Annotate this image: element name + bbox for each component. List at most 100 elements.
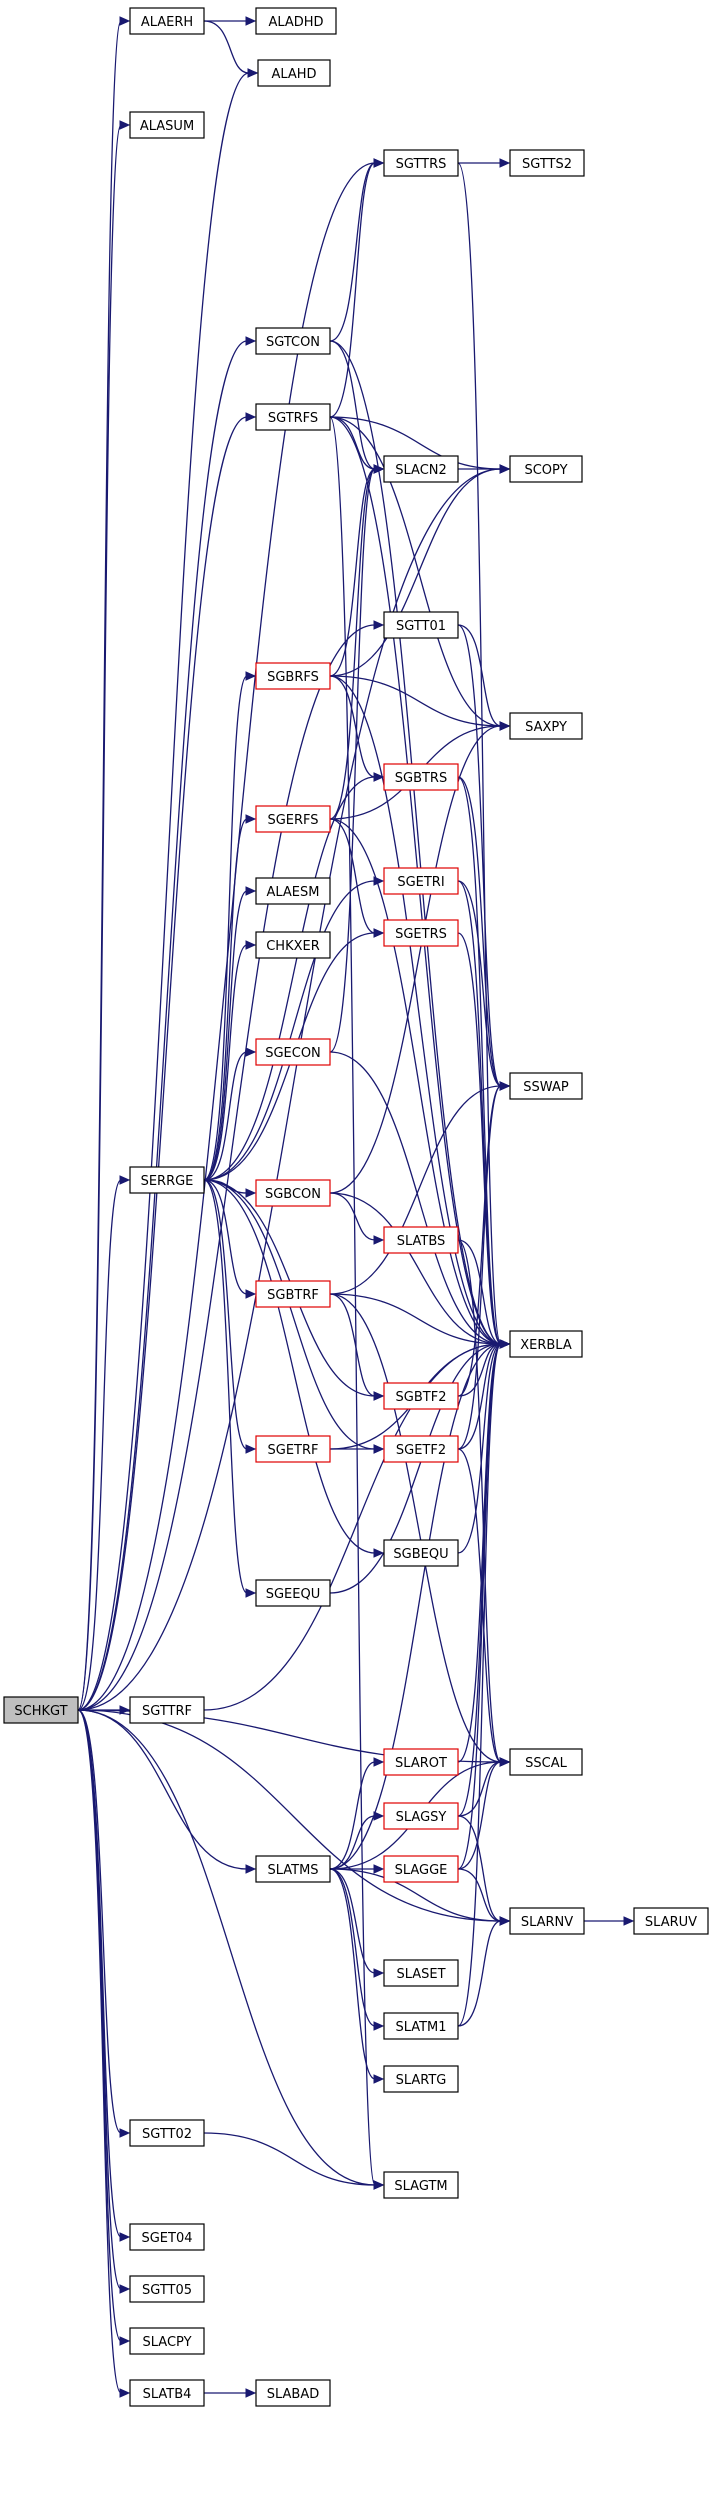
node-schkgt[interactable]: SCHKGT bbox=[3, 1696, 79, 1724]
node-sgttrs[interactable]: SGTTRS bbox=[383, 149, 459, 177]
edge-slatbs-to-sscal bbox=[457, 1239, 511, 1767]
node-sgbtf2[interactable]: SGBTF2 bbox=[383, 1382, 459, 1410]
edge-slarnv-to-slaruv bbox=[583, 1916, 635, 1926]
node-alaerh[interactable]: ALAERH bbox=[129, 7, 205, 35]
node-xerbla[interactable]: XERBLA bbox=[509, 1330, 583, 1358]
node-alahd[interactable]: ALAHD bbox=[257, 59, 331, 87]
node-box bbox=[509, 712, 583, 740]
node-slabad[interactable]: SLABAD bbox=[255, 2379, 331, 2407]
node-sgbtrf[interactable]: SGBTRF bbox=[255, 1280, 331, 1308]
node-sgtt02[interactable]: SGTT02 bbox=[129, 2119, 205, 2147]
edge-sgtcon-to-sgttrs bbox=[329, 158, 385, 342]
node-sgtcon[interactable]: SGTCON bbox=[255, 327, 331, 355]
node-sgerfs[interactable]: SGERFS bbox=[255, 805, 331, 833]
node-box bbox=[3, 1696, 79, 1724]
node-box bbox=[129, 7, 205, 35]
node-label: SGET04 bbox=[141, 2231, 192, 2246]
node-chkxer[interactable]: CHKXER bbox=[255, 931, 331, 959]
node-label: SLACPY bbox=[142, 2335, 191, 2350]
node-serrge[interactable]: SERRGE bbox=[129, 1166, 205, 1194]
node-sgetrs[interactable]: SGETRS bbox=[383, 919, 459, 947]
node-aladhd[interactable]: ALADHD bbox=[255, 7, 337, 35]
node-slaruv[interactable]: SLARUV bbox=[633, 1907, 709, 1935]
edge-alaerh-to-alahd bbox=[203, 20, 259, 78]
node-sgtrfs[interactable]: SGTRFS bbox=[255, 403, 331, 431]
node-sgbcon[interactable]: SGBCON bbox=[255, 1179, 331, 1207]
node-box bbox=[633, 1907, 709, 1935]
node-sgetrf[interactable]: SGETRF bbox=[255, 1435, 331, 1463]
node-label: SLATB4 bbox=[143, 2387, 192, 2402]
edge-slagge-to-sscal bbox=[457, 1757, 511, 1870]
node-sgecon[interactable]: SGECON bbox=[255, 1038, 331, 1066]
node-box bbox=[383, 611, 459, 639]
edge-schkgt-to-serrge bbox=[77, 1175, 131, 1711]
node-label: SLABAD bbox=[267, 2387, 320, 2402]
node-label: SGETRF bbox=[268, 1443, 319, 1458]
node-slatm1[interactable]: SLATM1 bbox=[383, 2012, 459, 2040]
node-label: SLATM1 bbox=[395, 2020, 446, 2035]
node-sget04[interactable]: SGET04 bbox=[129, 2223, 205, 2251]
node-alasum[interactable]: ALASUM bbox=[129, 111, 205, 139]
node-box bbox=[129, 111, 205, 139]
node-box bbox=[383, 919, 459, 947]
edge-schkgt-to-alasum bbox=[77, 120, 131, 1711]
node-slatb4[interactable]: SLATB4 bbox=[129, 2379, 205, 2407]
node-slagsy[interactable]: SLAGSY bbox=[383, 1802, 459, 1830]
node-box bbox=[255, 1435, 331, 1463]
node-slacn2[interactable]: SLACN2 bbox=[383, 455, 459, 483]
node-box bbox=[509, 1072, 583, 1100]
node-slarot[interactable]: SLAROT bbox=[383, 1748, 459, 1776]
node-box bbox=[383, 1226, 459, 1254]
node-label: ALASUM bbox=[140, 119, 194, 134]
node-sgtt05[interactable]: SGTT05 bbox=[129, 2275, 205, 2303]
node-box bbox=[129, 1696, 205, 1724]
node-scopy[interactable]: SCOPY bbox=[509, 455, 583, 483]
node-label: SGTTRF bbox=[142, 1704, 192, 1719]
node-sgttrf[interactable]: SGTTRF bbox=[129, 1696, 205, 1724]
edge-sgetf2-to-sswap bbox=[457, 1081, 511, 1450]
node-saxpy[interactable]: SAXPY bbox=[509, 712, 583, 740]
node-slatbs[interactable]: SLATBS bbox=[383, 1226, 459, 1254]
edge-serrge-to-sgbtrs bbox=[203, 772, 385, 1181]
node-sgtts2[interactable]: SGTTS2 bbox=[509, 149, 585, 177]
node-label: SLAGTM bbox=[394, 2179, 447, 2194]
edge-sgbrfs-to-scopy bbox=[329, 464, 511, 677]
node-label: ALADHD bbox=[268, 15, 323, 30]
edge-serrge-to-sgetri bbox=[203, 876, 385, 1181]
node-slarnv[interactable]: SLARNV bbox=[509, 1907, 585, 1935]
node-slaset[interactable]: SLASET bbox=[383, 1959, 459, 1987]
node-slatms[interactable]: SLATMS bbox=[255, 1855, 331, 1883]
node-sswap[interactable]: SSWAP bbox=[509, 1072, 583, 1100]
node-label: SLATBS bbox=[397, 1234, 446, 1249]
node-sgbtrs[interactable]: SGBTRS bbox=[383, 763, 459, 791]
node-sgetri[interactable]: SGETRI bbox=[383, 867, 459, 895]
edge-sgtt01-to-saxpy bbox=[457, 624, 511, 731]
edge-serrge-to-sgerfs bbox=[203, 814, 257, 1181]
node-alaesm[interactable]: ALAESM bbox=[255, 877, 331, 905]
node-slagge[interactable]: SLAGGE bbox=[383, 1855, 459, 1883]
node-label: SCHKGT bbox=[14, 1704, 67, 1719]
node-sgetf2[interactable]: SGETF2 bbox=[383, 1435, 459, 1463]
node-slagtm[interactable]: SLAGTM bbox=[383, 2171, 459, 2199]
edge-slatb4-to-slabad bbox=[203, 2388, 257, 2398]
node-sscal[interactable]: SSCAL bbox=[509, 1748, 583, 1776]
edge-serrge-to-sgbrfs bbox=[203, 671, 257, 1181]
node-box bbox=[255, 1280, 331, 1308]
node-sgbrfs[interactable]: SGBRFS bbox=[255, 662, 331, 690]
edge-schkgt-to-scopy bbox=[77, 464, 511, 1711]
node-sgtt01[interactable]: SGTT01 bbox=[383, 611, 459, 639]
node-label: SGBTRS bbox=[395, 771, 447, 786]
node-sgbequ[interactable]: SGBEQU bbox=[383, 1539, 459, 1567]
node-label: SGTT05 bbox=[142, 2283, 192, 2298]
node-box bbox=[255, 1579, 331, 1607]
node-sgeequ[interactable]: SGEEQU bbox=[255, 1579, 331, 1607]
node-box bbox=[255, 327, 331, 355]
node-label: SGETRI bbox=[397, 875, 444, 890]
edge-slagge-to-xerbla bbox=[457, 1339, 511, 1870]
node-slartg[interactable]: SLARTG bbox=[383, 2065, 459, 2093]
edge-schkgt-to-slatms bbox=[77, 1709, 257, 1874]
node-box bbox=[129, 2223, 205, 2251]
node-slacpy[interactable]: SLACPY bbox=[129, 2327, 205, 2355]
edge-slatms-to-slaset bbox=[329, 1868, 385, 1978]
